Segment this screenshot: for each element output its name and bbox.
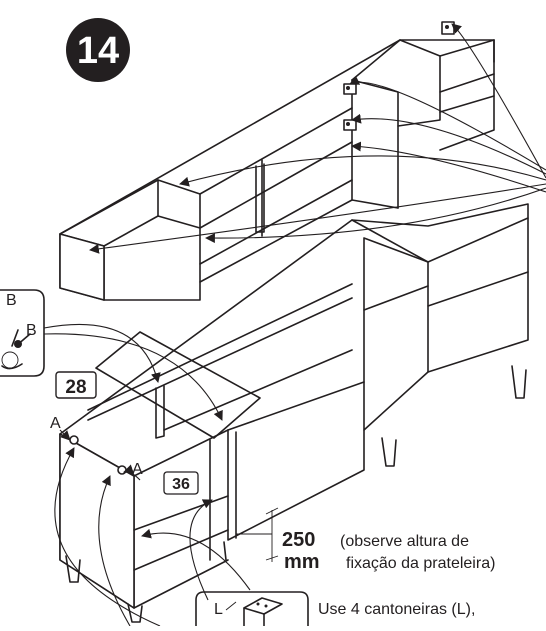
corner-bracket-icon — [243, 597, 283, 627]
part-36-callout: 36 — [163, 471, 199, 495]
screw-icon — [14, 333, 31, 348]
hutch-bracket-2 — [343, 119, 357, 131]
fitting-a1 — [69, 435, 79, 445]
instruction-text: Use 4 cantoneiras (L), — [318, 601, 475, 618]
dimension-value: 250 — [282, 529, 315, 551]
hardware-b-callout: B B — [0, 289, 45, 377]
part-28-callout: 28 — [55, 371, 97, 399]
bracket-l-callout: L — [195, 591, 309, 627]
dimension-note-1: (observe altura de — [340, 533, 469, 550]
label-a2: A — [132, 461, 143, 478]
fitting-a2 — [117, 465, 127, 475]
dimension-note-2: fixação da prateleira) — [346, 555, 495, 572]
step-number: 14 — [77, 30, 119, 72]
step-badge: 14 — [66, 18, 130, 82]
label-l: L — [214, 601, 223, 618]
assembly-arrows — [43, 23, 546, 627]
part-36-label: 36 — [172, 476, 190, 493]
label-b2: B — [26, 322, 37, 339]
part-28-label: 28 — [65, 377, 86, 398]
dimension-unit: mm — [284, 551, 320, 573]
hutch-bracket-1 — [343, 83, 357, 95]
label-b1: B — [6, 292, 17, 309]
dimension-250: 250 (observe altura de mm fixação da pra… — [236, 507, 495, 573]
label-a1: A — [50, 415, 61, 432]
lower-base — [59, 203, 529, 623]
